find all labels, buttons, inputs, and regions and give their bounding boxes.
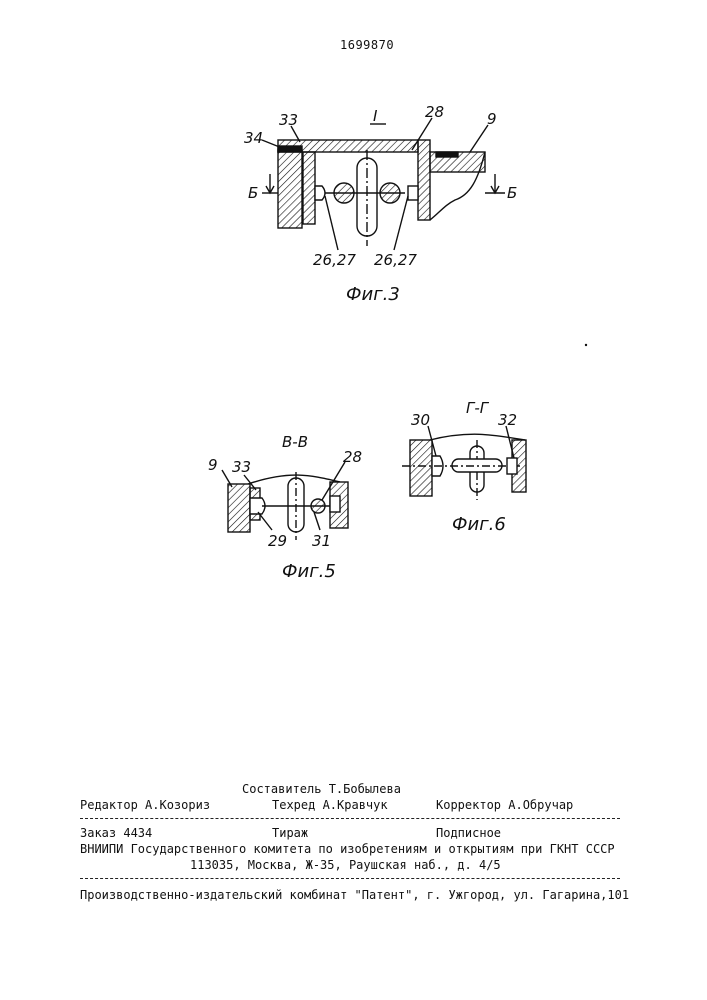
figure-3-drawing (262, 118, 505, 250)
fig3-label-9: 9 (487, 110, 497, 128)
stray-dot (585, 344, 587, 346)
fig3-cut-label-left: Б (248, 184, 258, 202)
fig5-label-29: 29 (268, 532, 287, 550)
imprint-techred: Техред А.Кравчук (272, 798, 388, 812)
fig6-label-30: 30 (411, 411, 430, 429)
fig5-caption: Фиг.5 (282, 561, 336, 582)
fig3-label-26-27-right: 26,27 (374, 251, 417, 269)
fig3-label-26-27-left: 26,27 (313, 251, 356, 269)
fig3-cut-label-right: Б (507, 184, 517, 202)
fig6-label-32: 32 (498, 411, 517, 429)
imprint-committee-line2: 113035, Москва, Ж-35, Раушская наб., д. … (190, 858, 501, 872)
fig5-section-label: В-В (282, 433, 308, 451)
divider-2 (80, 878, 620, 879)
fig5-label-9: 9 (208, 456, 218, 474)
imprint-subscription: Подписное (436, 826, 501, 840)
imprint-corrector: Корректор А.Обручар (436, 798, 573, 812)
fig5-label-33: 33 (232, 458, 251, 476)
imprint-order: Заказ 4434 (80, 826, 152, 840)
fig3-label-33: 33 (279, 111, 298, 129)
imprint-circulation: Тираж (272, 826, 308, 840)
fig3-section-label: I (373, 107, 378, 125)
imprint-editor: Редактор А.Козориз (80, 798, 210, 812)
fig5-label-31: 31 (312, 532, 331, 550)
fig3-caption: Фиг.3 (346, 284, 400, 305)
imprint-committee-line1: ВНИИПИ Государственного комитета по изоб… (80, 842, 615, 856)
figure-6-drawing (402, 426, 526, 500)
imprint-publisher: Производственно-издательский комбинат "П… (80, 888, 629, 902)
fig3-label-28: 28 (425, 103, 444, 121)
fig6-caption: Фиг.6 (452, 514, 506, 535)
fig6-section-label: Г-Г (466, 399, 490, 417)
fig3-label-34: 34 (244, 129, 263, 147)
imprint-compiler: Составитель Т.Бобылева (242, 782, 401, 796)
divider-1 (80, 818, 620, 819)
fig5-label-28: 28 (343, 448, 362, 466)
